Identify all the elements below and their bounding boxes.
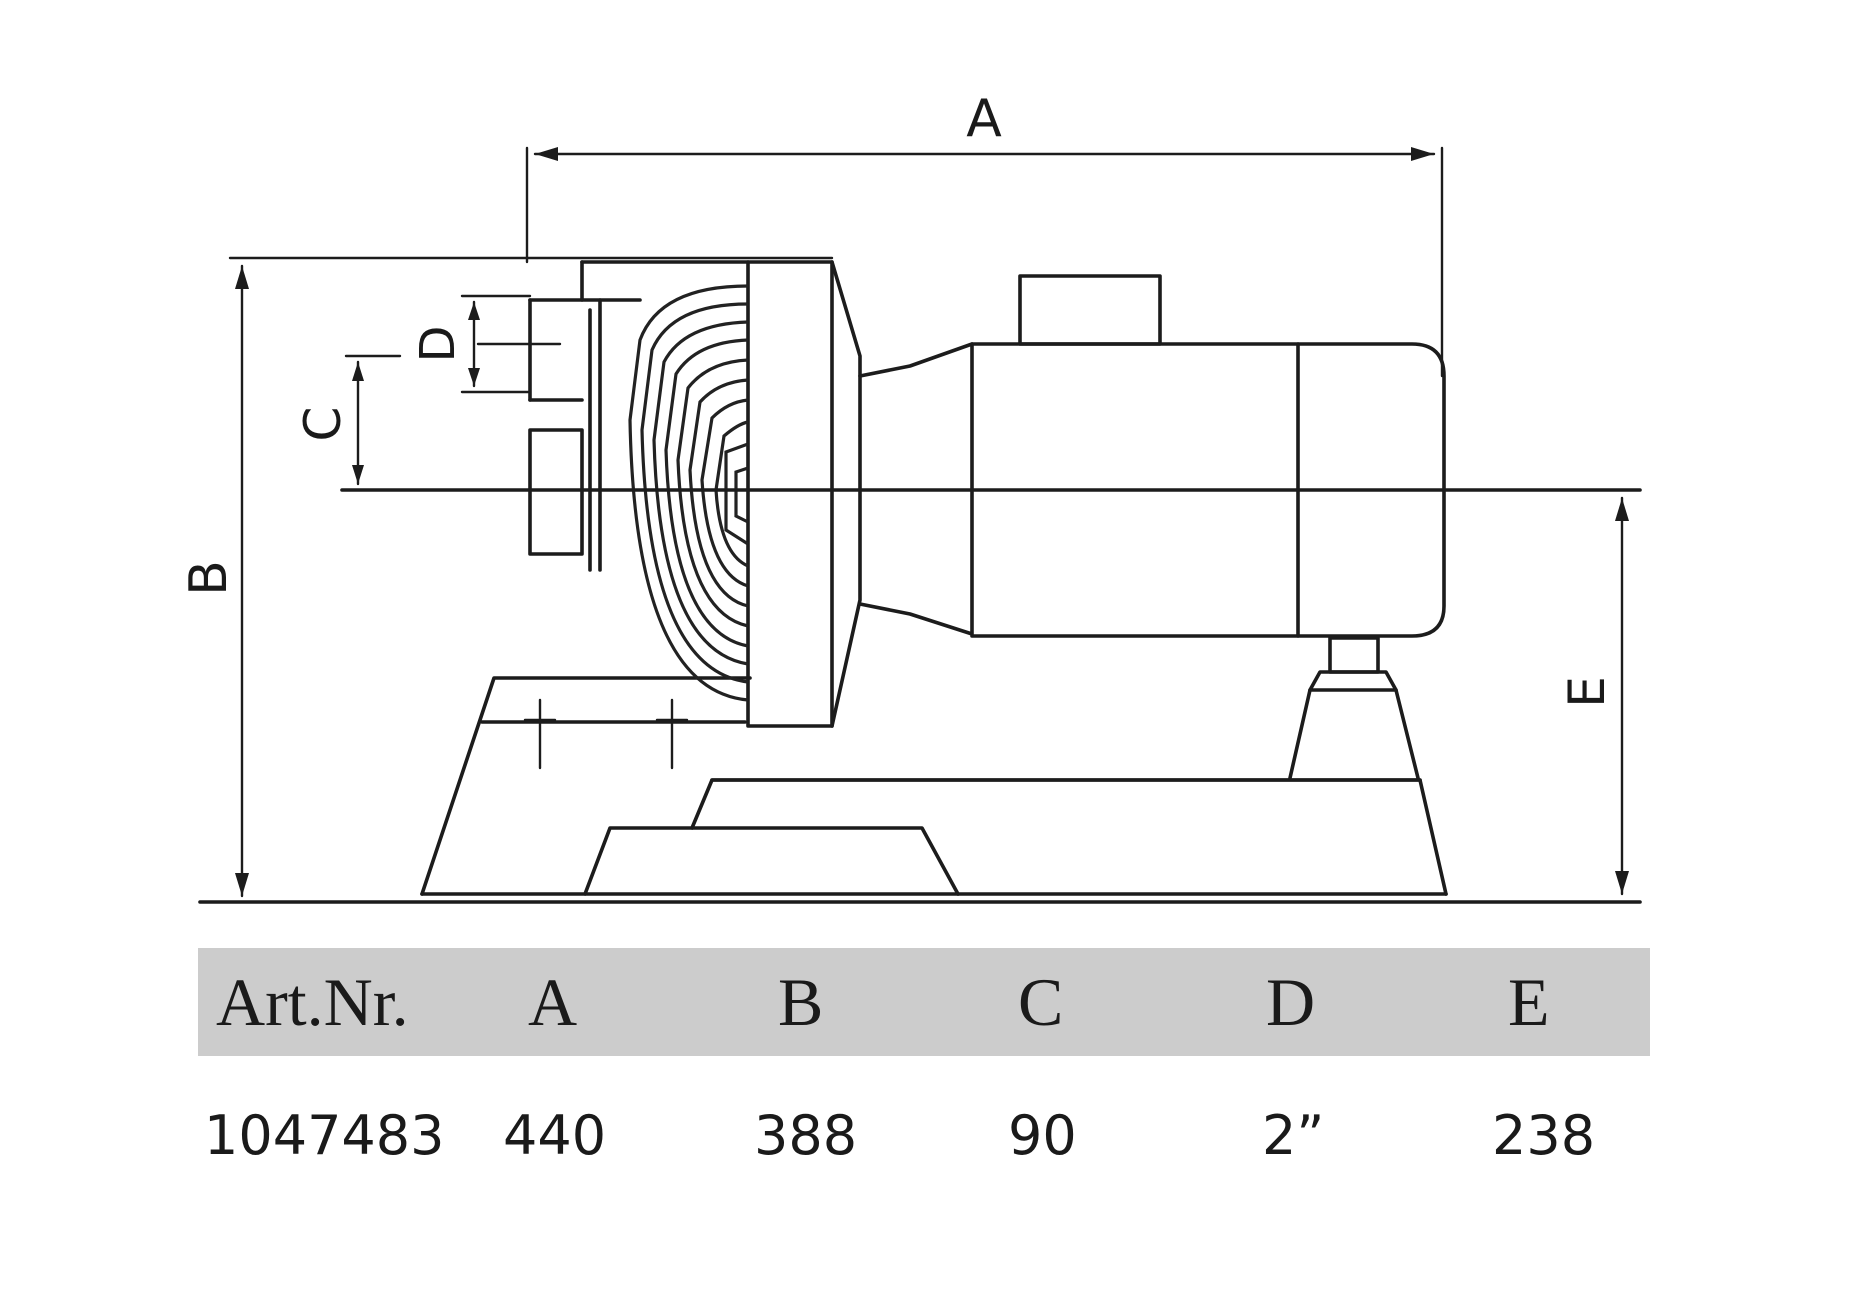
header-art-nr: Art.Nr. xyxy=(216,964,409,1040)
table-header-row: Art.Nr. A B C D E xyxy=(198,948,1650,1056)
blower-housing xyxy=(528,260,862,728)
cell-art-nr: 1047483 xyxy=(204,1104,445,1167)
pump-base xyxy=(420,636,1448,896)
cell-a: 440 xyxy=(503,1104,607,1167)
table-row: 1047483 440 388 90 2” 238 xyxy=(198,1082,1650,1190)
dimension-e: E xyxy=(1558,496,1629,896)
dimension-b: B xyxy=(179,256,834,898)
header-b: B xyxy=(778,964,824,1040)
dimension-table: Art.Nr. A B C D E 1047483 440 388 90 2” … xyxy=(198,948,1650,1190)
cell-e: 238 xyxy=(1492,1104,1596,1167)
dimension-c-label: C xyxy=(294,407,352,442)
pump-dimension-drawing: A B C D E xyxy=(179,89,1642,904)
dimension-a-label: A xyxy=(966,89,1002,149)
header-d: D xyxy=(1266,964,1316,1040)
dimension-b-label: B xyxy=(179,560,239,596)
cell-d: 2” xyxy=(1262,1104,1325,1167)
header-c: C xyxy=(1018,964,1064,1040)
dimension-c: C xyxy=(294,354,402,486)
dimension-e-label: E xyxy=(1558,676,1616,708)
cell-b: 388 xyxy=(754,1104,858,1167)
cell-c: 90 xyxy=(1008,1104,1077,1167)
motor xyxy=(858,274,1446,638)
dimension-d-label: D xyxy=(410,326,466,363)
header-a: A xyxy=(528,964,578,1040)
terminal-box xyxy=(1018,274,1162,346)
header-e: E xyxy=(1508,964,1550,1040)
dimension-a: A xyxy=(525,89,1444,378)
dimension-d: D xyxy=(410,294,562,394)
